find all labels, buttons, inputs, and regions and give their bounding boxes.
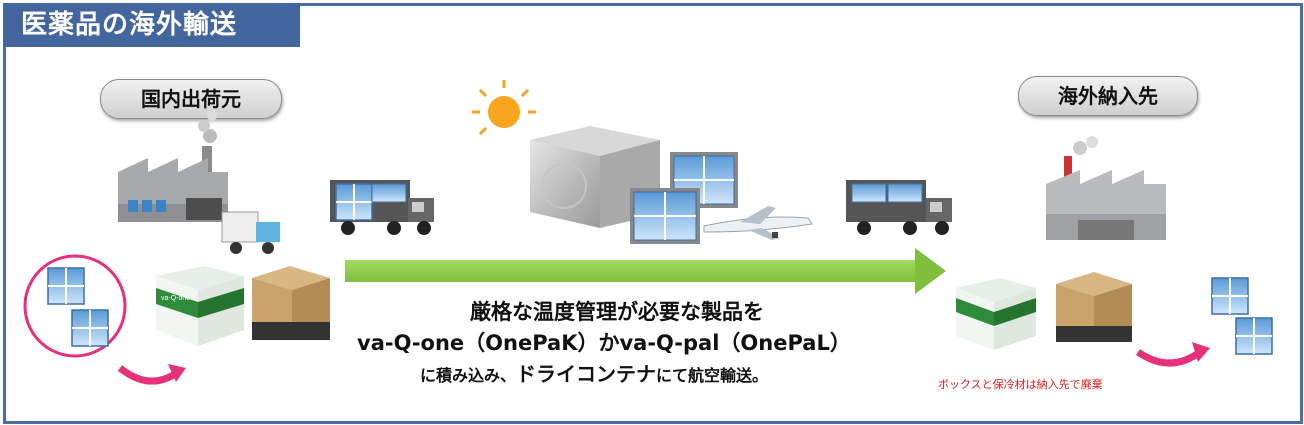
truck-icon bbox=[330, 180, 434, 235]
sun-icon bbox=[472, 80, 536, 136]
origin-factory-icon bbox=[118, 111, 228, 222]
transport-arrow bbox=[345, 248, 946, 294]
curved-arrow-icon bbox=[117, 365, 181, 385]
origin-label: 国内出荷元 bbox=[100, 79, 282, 119]
disposal-note: ボックスと保冷材は納入先で廃棄 bbox=[938, 378, 1103, 391]
caption-line-3c: にて航空輸送。 bbox=[656, 366, 769, 385]
destination-factory-icon bbox=[1046, 136, 1166, 240]
caption-line-3: に積み込み、ドライコンテナにて航空輸送。 bbox=[420, 359, 920, 391]
vaqpal-box-icon bbox=[252, 266, 330, 340]
curved-arrow-icon bbox=[1136, 349, 1203, 367]
package-icon bbox=[1235, 317, 1273, 355]
vaqone-box-icon bbox=[956, 278, 1036, 350]
caption-line-3a: に積み込み、 bbox=[420, 366, 517, 385]
vaqone-box-icon: va-Q-one bbox=[156, 266, 244, 346]
package-icon bbox=[71, 309, 109, 347]
small-truck-icon bbox=[221, 211, 280, 254]
package-icon bbox=[47, 267, 85, 305]
svg-text:va-Q-one: va-Q-one bbox=[161, 295, 190, 302]
caption-line-3b: ドライコンテナ bbox=[516, 362, 657, 386]
page-title: 医薬品の海外輸送 bbox=[3, 3, 300, 47]
package-panel-icon bbox=[630, 152, 738, 244]
package-icon bbox=[1211, 277, 1249, 315]
airplane-icon bbox=[703, 206, 813, 240]
caption-line-1: 厳格な温度管理が必要な製品を bbox=[470, 300, 764, 324]
vaqpal-box-icon bbox=[1056, 272, 1132, 342]
caption-line-2: va-Q-one（OnePaK）かva-Q-pal（OnePaL） bbox=[357, 331, 851, 355]
destination-label: 海外納入先 bbox=[1018, 76, 1198, 116]
truck-icon bbox=[846, 180, 952, 235]
highlight-ring bbox=[23, 254, 127, 358]
